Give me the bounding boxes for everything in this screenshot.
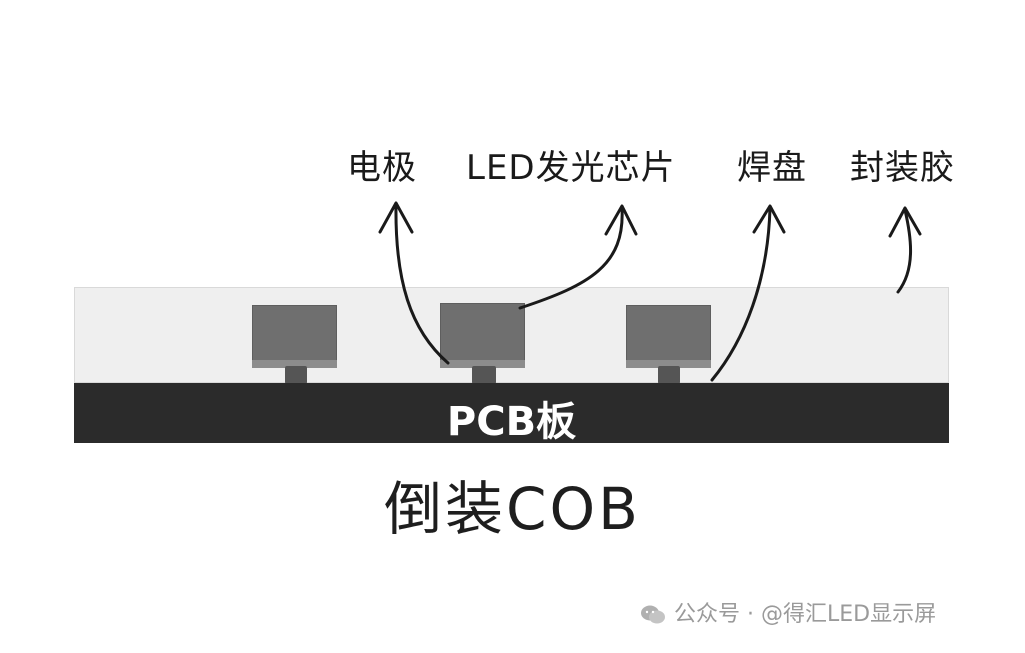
chip-electrode-strip-1 (252, 360, 337, 368)
label-electrode: 电极 (347, 148, 417, 188)
solder-pad-3 (658, 366, 680, 384)
led-chip-3 (626, 305, 711, 363)
wechat-icon (641, 605, 665, 624)
label-encapsulant: 封装胶 (850, 148, 955, 188)
watermark-text: 公众号 · @得汇LED显示屏 (674, 602, 937, 627)
led-chip-2 (440, 303, 525, 363)
label-pad: 焊盘 (737, 148, 807, 188)
chip-electrode-strip-3 (626, 360, 711, 368)
watermark: 公众号 · @得汇LED显示屏 (640, 596, 936, 628)
pcb-label: PCB板 (446, 399, 577, 445)
label-led-chip: LED发光芯片 (466, 148, 676, 188)
arrowhead-electrode (378, 201, 414, 234)
arrowhead-led-chip (604, 204, 638, 236)
chip-electrode-strip-2 (440, 360, 525, 368)
solder-pad-2 (472, 366, 496, 384)
solder-pad-1 (285, 366, 307, 384)
arrow-pad (710, 206, 772, 382)
arrow-led-chip (518, 206, 624, 310)
arrowhead-pad (752, 204, 786, 234)
arrow-electrode (394, 203, 450, 365)
diagram-caption: 倒装COB (384, 475, 641, 543)
pcb-board: PCB板 (74, 383, 949, 445)
arrow-encapsulant (896, 208, 912, 294)
arrowhead-encapsulant (888, 206, 922, 238)
